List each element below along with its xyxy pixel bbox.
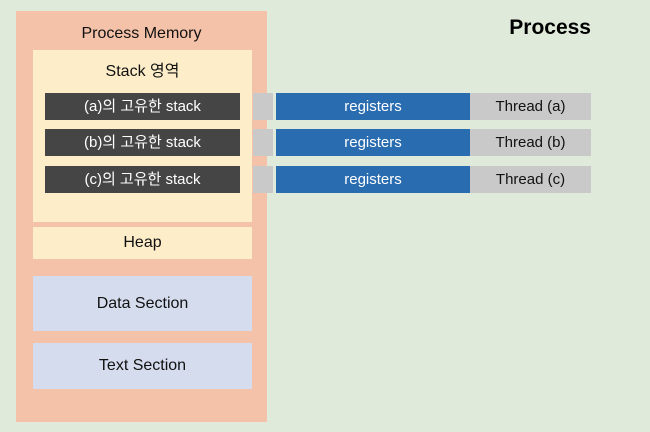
stack-connector-a	[253, 93, 273, 120]
process-memory-container: Process Memory Stack 영역 (a)의 고유한 stack (…	[16, 11, 267, 422]
registers-bar-a: registers	[276, 93, 470, 120]
process-memory-title: Process Memory	[81, 25, 202, 42]
registers-bar-b: registers	[276, 129, 470, 156]
data-section-box: Data Section	[33, 276, 252, 331]
thread-stack-c: (c)의 고유한 stack	[45, 166, 240, 193]
process-heading: Process	[509, 16, 591, 39]
stack-connector-c	[253, 166, 273, 193]
thread-label-b: Thread (b)	[470, 129, 591, 156]
thread-label-a: Thread (a)	[470, 93, 591, 120]
stack-region-title: Stack 영역	[105, 63, 180, 80]
thread-stack-b: (b)의 고유한 stack	[45, 129, 240, 156]
thread-stack-a: (a)의 고유한 stack	[45, 93, 240, 120]
registers-bar-c: registers	[276, 166, 470, 193]
thread-label-c: Thread (c)	[470, 166, 591, 193]
heap-box: Heap	[33, 227, 252, 259]
stack-connector-b	[253, 129, 273, 156]
stack-region-box: Stack 영역 (a)의 고유한 stack (b)의 고유한 stack (…	[33, 50, 252, 222]
text-section-box: Text Section	[33, 343, 252, 389]
